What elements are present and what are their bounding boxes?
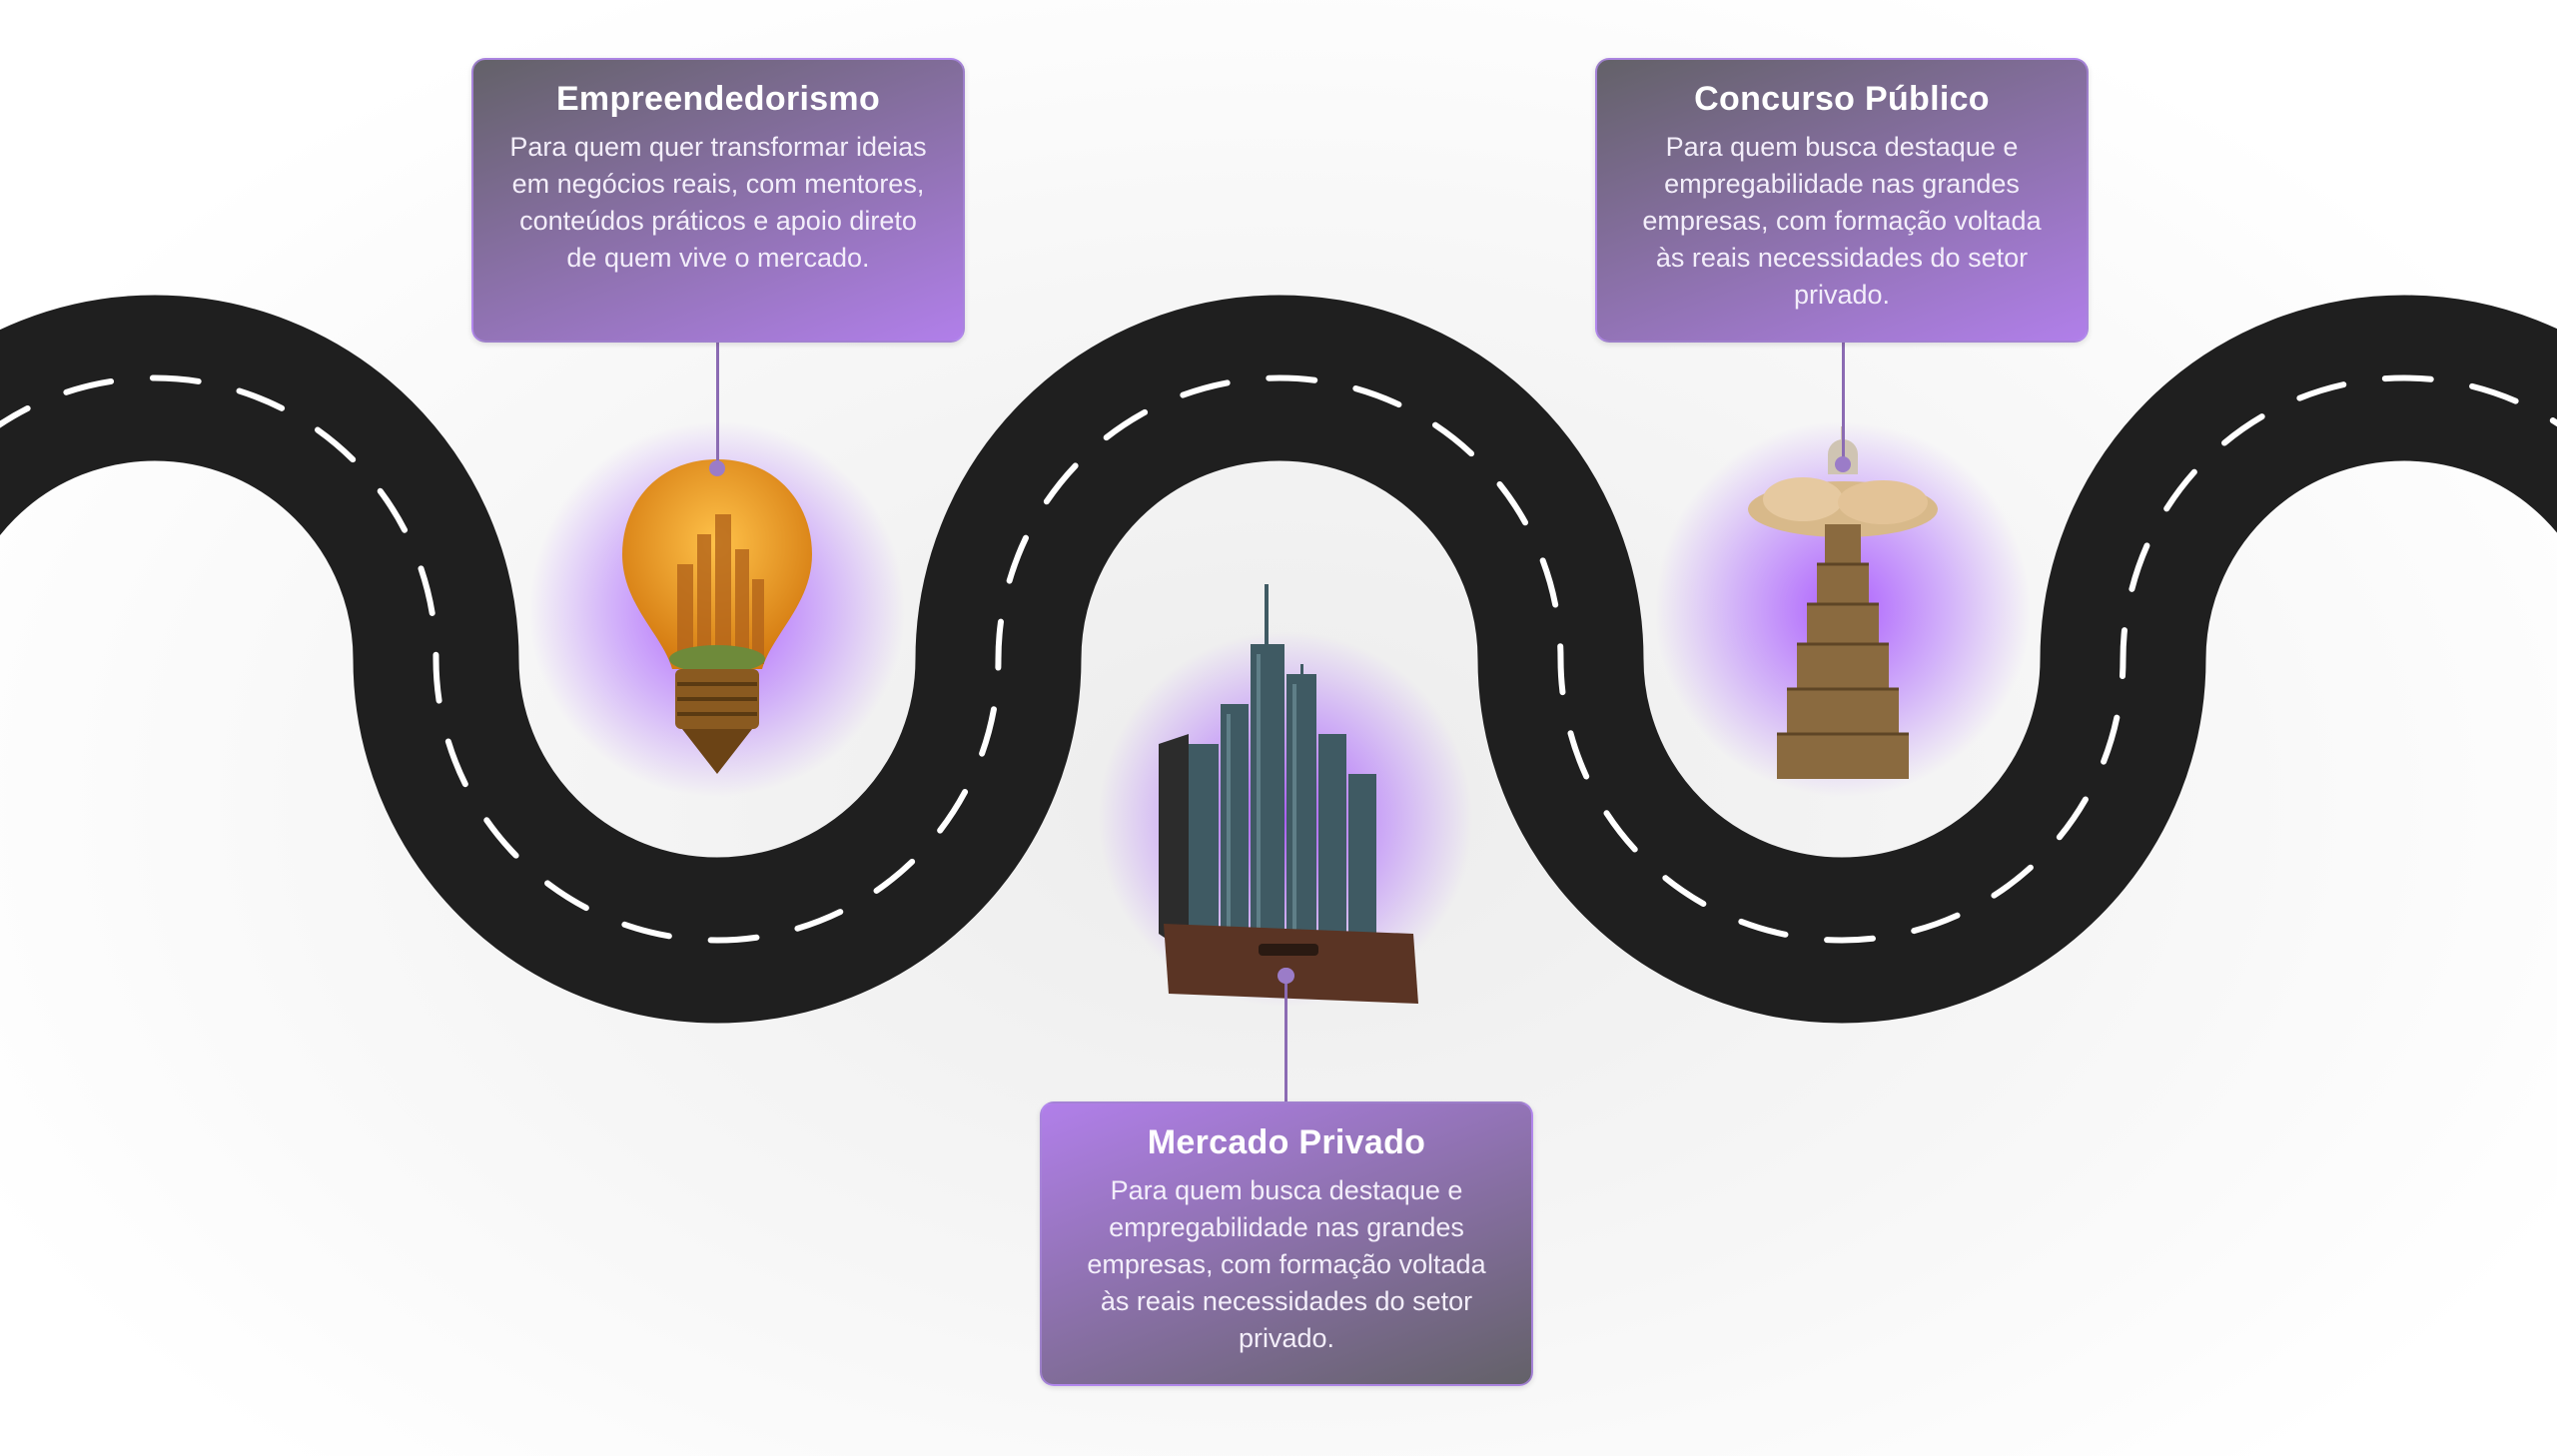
briefcase-city-icon: [1159, 584, 1418, 1004]
card-description: Para quem quer transformar ideias em neg…: [509, 132, 927, 273]
connector-empreendedorismo: [716, 343, 719, 468]
card-empreendedorismo: Empreendedorismo Para quem quer transfor…: [471, 58, 965, 343]
card-description: Para quem busca destaque e empregabilida…: [1087, 1175, 1486, 1353]
card-description: Para quem busca destaque e empregabilida…: [1642, 132, 2042, 310]
card-title: Empreendedorismo: [555, 80, 881, 118]
card-concurso-publico: Concurso Público Para quem busca destaqu…: [1595, 58, 2089, 343]
connector-dot-concurso: [1835, 456, 1851, 472]
connector-dot-mercado: [1278, 968, 1293, 984]
connector-dot-empreendedorismo: [709, 460, 725, 476]
road-center-dashes: [0, 374, 2557, 944]
card-mercado-privado: Mercado Privado Para quem busca destaque…: [1040, 1101, 1533, 1386]
capitol-stairs-icon: [1748, 426, 1938, 779]
connector-concurso: [1842, 343, 1845, 464]
lightbulb-city-icon: [622, 459, 812, 774]
card-title: Concurso Público: [1694, 80, 1990, 118]
card-title: Mercado Privado: [1147, 1123, 1426, 1161]
connector-mercado: [1284, 976, 1287, 1101]
